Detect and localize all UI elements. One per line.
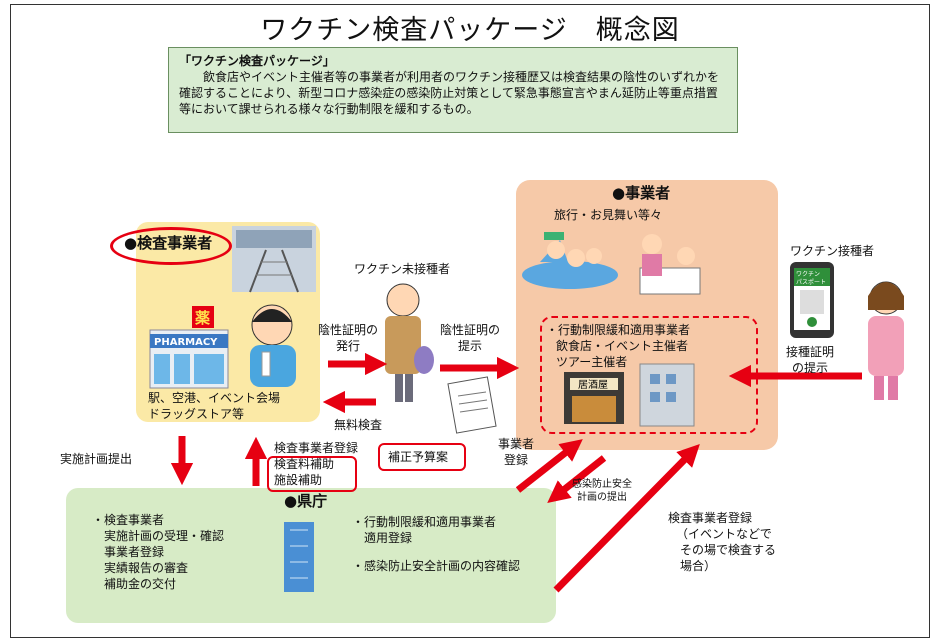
safety-plan-line1: 感染防止安全 (572, 479, 632, 490)
visit-illustration (639, 234, 701, 295)
prefecture-left-line5: 補助金の交付 (104, 577, 177, 591)
applicable-business-text: ・行動制限緩和適用事業者 飲食店・イベント主催者 ツアー主催者 (546, 322, 690, 370)
applicable-line1: ・行動制限緩和適用事業者 (546, 323, 691, 337)
station-illustration (232, 226, 316, 293)
vaccinated-person (868, 281, 904, 400)
passport-phone: ワクチン パスポート (790, 262, 834, 338)
onsite-line1: 検査事業者登録 (668, 511, 753, 525)
safety-plan-line2: 計画の提出 (577, 492, 627, 503)
safety-plan-label: 感染防止安全 計画の提出 (572, 478, 632, 504)
applicable-business-box (540, 316, 758, 434)
vaccine-proof-line1: 接種証明 (786, 345, 835, 359)
inspection-heading: ●検査事業者 (124, 234, 213, 252)
travel-label: 旅行・お見舞い等々 (554, 208, 663, 222)
present-negative-line1: 陰性証明の (440, 323, 501, 337)
vaccine-proof-line2: の提示 (792, 361, 829, 375)
prefecture-right-list: ・行動制限緩和適用事業者 適用登録 ・感染防止安全計画の内容確認 (352, 514, 520, 574)
unvaccinated-person (385, 283, 434, 402)
passport-card-line2: パスポート (796, 278, 826, 286)
free-test-label: 無料検査 (334, 418, 383, 432)
prefecture-right-line2: 適用登録 (364, 531, 413, 545)
onsite-line2: （イベントなどで (676, 527, 772, 541)
pharmacy-illustration: PHARMACY 薬 (149, 306, 229, 389)
concept-body: 飲食店やイベント主催者等の事業者が利用者のワクチン接種歴又は検査結果の陰性のいず… (179, 70, 720, 116)
prefecture-left-line4: 実績報告の審査 (104, 561, 189, 575)
prefecture-heading: ●県庁 (284, 492, 328, 510)
vaccinated-label: ワクチン接種者 (790, 244, 875, 258)
result-paper (447, 376, 497, 434)
prefecture-left-line3: 事業者登録 (104, 545, 165, 559)
diagram-title: ワクチン検査パッケージ 概念図 (260, 15, 680, 46)
business-registration-label: 事業者 登録 (498, 436, 534, 468)
vaccine-proof-label: 接種証明 の提示 (786, 344, 834, 376)
concept-heading: 「ワクチン検査パッケージ」 (179, 54, 335, 68)
izakaya-illustration: 居酒屋 (564, 372, 624, 424)
present-negative-line2: 提示 (458, 339, 483, 353)
prefecture-right-line3: ・感染防止安全計画の内容確認 (352, 559, 521, 573)
applicable-line2: 飲食店・イベント主催者 (556, 339, 689, 353)
travel-illustration (522, 232, 618, 289)
present-negative-label: 陰性証明の 提示 (440, 322, 500, 354)
business-heading: ●事業者 (612, 184, 671, 202)
unvaccinated-label: ワクチン未接種者 (354, 262, 451, 276)
onsite-registration-label: 検査事業者登録 （イベントなどで その場で検査する 場合） (668, 510, 776, 574)
issue-certificate-line1: 陰性証明の (318, 323, 379, 337)
issue-certificate-line2: 発行 (336, 339, 361, 353)
onsite-line3: その場で検査する (680, 543, 777, 557)
prefecture-left-list: ・検査事業者 実施計画の受理・確認 事業者登録 実績報告の審査 補助金の交付 (92, 512, 224, 592)
prefecture-left-line1: ・検査事業者 (92, 513, 165, 527)
applicable-line3: ツアー主催者 (556, 355, 628, 369)
inspection-heading-highlight (110, 227, 232, 265)
concept-box: 「ワクチン検査パッケージ」 飲食店やイベント主催者等の事業者が利用者のワクチン接… (168, 47, 738, 133)
prefecture-left-line2: 実施計画の受理・確認 (104, 529, 225, 543)
registration-line1: 検査事業者登録 (274, 441, 359, 455)
registration-subsidy-label: 検査事業者登録 検査料補助 施設補助 (274, 440, 358, 488)
plan-submit-label: 実施計画提出 (60, 452, 133, 466)
registration-line2: 検査料補助 (274, 457, 335, 471)
business-registration-line2: 登録 (504, 453, 529, 467)
subsidy-highlight (267, 456, 357, 492)
arrow-safety-plan (547, 455, 607, 503)
office-building (639, 363, 695, 427)
shop-sign: 居酒屋 (578, 379, 608, 391)
inspection-locations: 駅、空港、イベント会場 ドラッグストア等 (148, 390, 280, 422)
prefecture-right-line1: ・行動制限緩和適用事業者 (352, 515, 497, 529)
arrow-business-registration (515, 439, 583, 493)
business-registration-line1: 事業者 (498, 437, 535, 451)
budget-label: 補正予算案 (388, 450, 449, 464)
inspection-locations-line1: 駅、空港、イベント会場 (148, 391, 281, 405)
diagram-frame (10, 4, 930, 638)
arrow-onsite-registration (553, 444, 700, 593)
onsite-line4: 場合） (680, 559, 717, 573)
prefecture-building (284, 522, 314, 592)
kanji-sign: 薬 (194, 309, 210, 327)
budget-box (378, 443, 466, 471)
tester-person (250, 304, 296, 387)
inspection-locations-line2: ドラッグストア等 (148, 407, 245, 421)
passport-card-line1: ワクチン (796, 271, 820, 278)
registration-line3: 施設補助 (274, 473, 323, 487)
issue-certificate-label: 陰性証明の 発行 (318, 322, 378, 354)
pharmacy-sign: PHARMACY (154, 337, 218, 348)
